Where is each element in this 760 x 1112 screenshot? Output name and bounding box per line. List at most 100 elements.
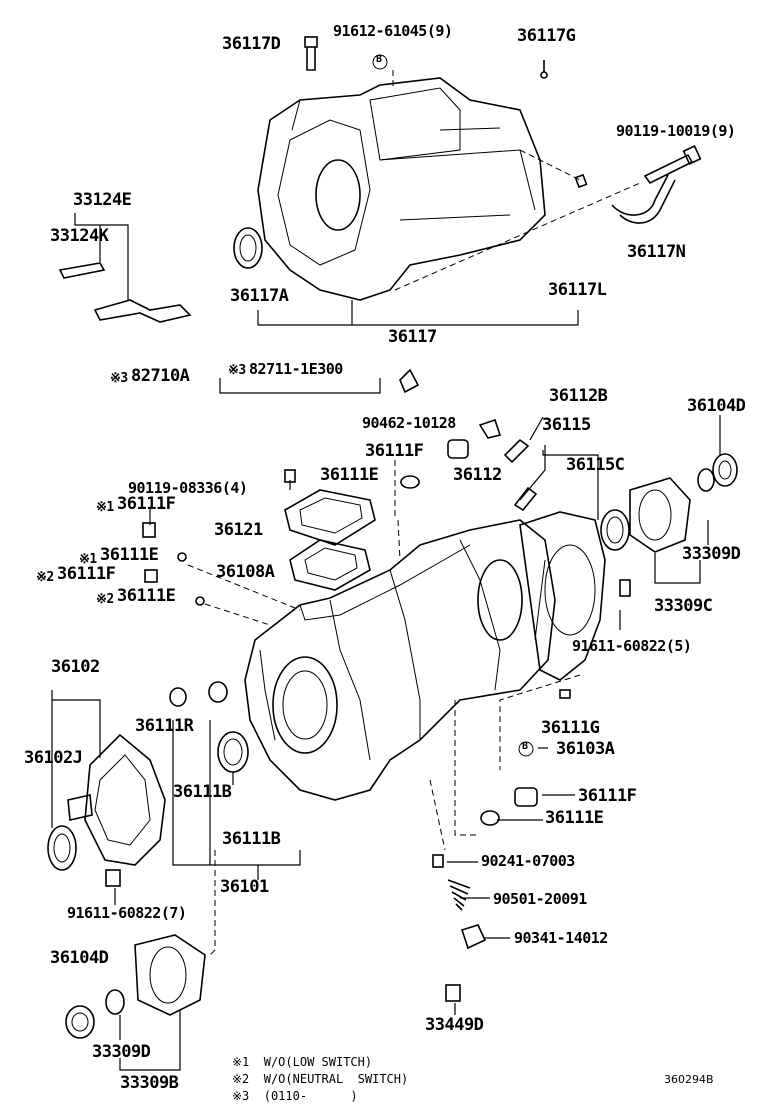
label-36117N: 36117N — [627, 242, 686, 262]
transmission-case-36117 — [257, 77, 546, 301]
plug-33449D — [445, 984, 461, 1002]
bracket-82711 — [399, 368, 420, 394]
pin-36117G — [540, 60, 548, 79]
pin-36111G — [559, 689, 571, 699]
label-90462-10128: 90462-10128 — [362, 414, 456, 432]
bolt-91611-7 — [105, 869, 121, 887]
label-36111F-s2: 36111F — [57, 564, 116, 584]
hose-36117N — [611, 174, 676, 224]
flange-33309C — [629, 477, 691, 553]
pin-36117L — [574, 173, 588, 189]
label-90119-10019: 90119-10019(9) — [616, 122, 736, 140]
circle-b-marker-a — [372, 54, 388, 70]
seal-36115C — [600, 509, 630, 551]
gasket-36111E-d — [480, 810, 500, 826]
pipe-36112 — [513, 486, 538, 512]
circle-b-marker-b — [518, 741, 534, 757]
pipe-36112B — [503, 438, 530, 464]
washer-33309D-a — [697, 468, 715, 492]
washer-33309D-b — [105, 989, 125, 1015]
bracket-33124E — [93, 299, 192, 323]
label-36111R: 36111R — [135, 716, 194, 736]
flange-33309B — [134, 934, 206, 1016]
label-33124K: 33124K — [50, 226, 109, 246]
plug-90341 — [460, 924, 487, 950]
label-33309D-right: 33309D — [682, 544, 741, 564]
label-36102J: 36102J — [24, 748, 83, 768]
label-36111E-upper: 36111E — [320, 465, 379, 485]
star3-mark-b: ※3 — [228, 363, 246, 378]
label-36111B-lower: 36111B — [222, 829, 281, 849]
star3-mark-a: ※3 — [110, 371, 128, 386]
label-36117A: 36117A — [230, 286, 289, 306]
plug-36111F-d — [514, 787, 538, 807]
label-90341-14012: 90341-14012 — [514, 929, 608, 947]
label-36111F-s1: 36111F — [117, 494, 176, 514]
ball-90241 — [432, 854, 444, 868]
label-36111E-s2: 36111E — [117, 586, 176, 606]
label-90241-07003: 90241-07003 — [481, 852, 575, 870]
label-36102: 36102 — [51, 657, 100, 677]
plug-36111F-c — [447, 439, 469, 459]
label-82710A: 82710A — [131, 366, 190, 386]
label-91611-60822-7: 91611-60822(7) — [67, 904, 187, 922]
label-33124E: 33124E — [73, 190, 132, 210]
plug-36111F-a — [142, 522, 156, 538]
nut-36104D-a — [712, 453, 738, 487]
label-36111G: 36111G — [541, 718, 600, 738]
label-36104D-top: 36104D — [687, 396, 746, 416]
label-36111F-lower: 36111F — [578, 786, 637, 806]
gasket-36111E-b — [195, 596, 205, 606]
rear-cover-36102 — [67, 733, 166, 866]
bolt-36117D — [304, 36, 318, 71]
bolt-90119-10019 — [643, 145, 702, 185]
label-36108A: 36108A — [216, 562, 275, 582]
label-33449D: 33449D — [425, 1015, 484, 1035]
label-91612-61045: 91612-61045(9) — [333, 22, 453, 40]
star2-mark-a: ※2 — [36, 570, 54, 585]
bracket-33124K — [58, 262, 106, 279]
gasket-36111E-c — [400, 475, 420, 489]
footnote-2: ※2 W/O(NEUTRAL SWITCH) — [232, 1072, 409, 1086]
label-36121: 36121 — [214, 520, 263, 540]
label-36117D: 36117D — [222, 34, 281, 54]
transfer-case-36101 — [244, 519, 556, 801]
label-82711-1E300: 82711-1E300 — [249, 360, 343, 378]
seal-36102J — [47, 825, 77, 871]
seal-36111R-a — [169, 687, 187, 707]
bolt-91611-5 — [619, 579, 631, 597]
circle-b-letter-b: B — [522, 741, 528, 752]
label-36104D-lower: 36104D — [50, 948, 109, 968]
label-36117: 36117 — [388, 327, 437, 347]
gasket-36111E-a — [177, 552, 187, 562]
seal-36111R-b — [208, 681, 228, 703]
label-36117L: 36117L — [548, 280, 607, 300]
nut-36104D-b — [65, 1005, 95, 1039]
label-33309B: 33309B — [120, 1073, 179, 1093]
label-36103A: 36103A — [556, 739, 615, 759]
label-36111E-s1: 36111E — [100, 545, 159, 565]
oil-seal-36117A — [233, 227, 263, 269]
plug-36111F-b — [144, 569, 158, 583]
label-36117G: 36117G — [517, 26, 576, 46]
label-90501-20091: 90501-20091 — [493, 890, 587, 908]
label-36111E-lower: 36111E — [545, 808, 604, 828]
adapter-36115 — [519, 511, 606, 681]
star2-mark-b: ※2 — [96, 592, 114, 607]
footnote-1: ※1 W/O(LOW SWITCH) — [232, 1055, 373, 1069]
seal-36111B — [217, 731, 249, 773]
label-33309C: 33309C — [654, 596, 713, 616]
label-36111B-upper: 36111B — [173, 782, 232, 802]
diagram-reference-code: 360294B — [664, 1073, 714, 1086]
label-33309D-lower: 33309D — [92, 1042, 151, 1062]
star1-mark-a: ※1 — [96, 500, 114, 515]
clip-90462 — [478, 418, 502, 439]
label-91611-60822-5: 91611-60822(5) — [572, 637, 692, 655]
star1-mark-b: ※1 — [79, 552, 97, 567]
label-36115C: 36115C — [566, 455, 625, 475]
gasket-36108A — [289, 539, 371, 591]
label-36115: 36115 — [542, 415, 591, 435]
label-36112: 36112 — [453, 465, 502, 485]
